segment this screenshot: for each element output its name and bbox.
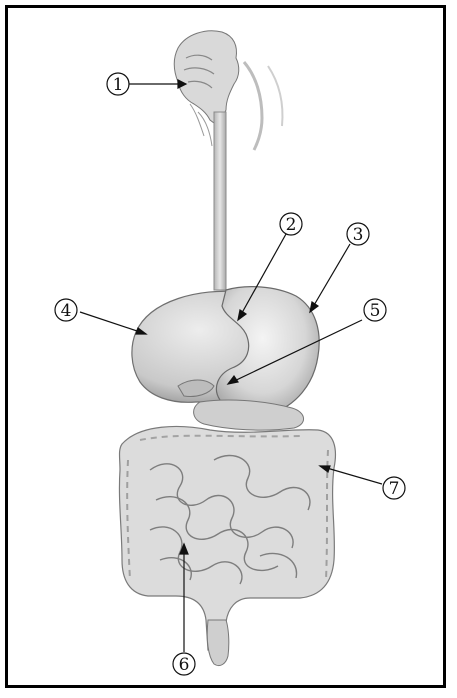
label-3-text: 3 bbox=[353, 225, 364, 245]
label-4: 4 bbox=[55, 299, 77, 321]
rectum bbox=[207, 620, 229, 666]
label-4-text: 4 bbox=[61, 301, 72, 321]
label-3: 3 bbox=[347, 223, 369, 245]
label-6: 6 bbox=[173, 653, 195, 675]
label-2-text: 2 bbox=[286, 215, 297, 235]
label-5: 5 bbox=[364, 299, 386, 321]
label-7-text: 7 bbox=[389, 479, 400, 499]
label-6-text: 6 bbox=[179, 655, 190, 675]
label-1: 1 bbox=[107, 73, 129, 95]
label-2: 2 bbox=[280, 213, 302, 235]
label-5-text: 5 bbox=[370, 301, 381, 321]
large-intestine bbox=[119, 427, 335, 650]
esophagus bbox=[214, 112, 226, 290]
label-1-text: 1 bbox=[113, 75, 124, 95]
label-7: 7 bbox=[383, 477, 405, 499]
head-mouth-region bbox=[174, 31, 282, 150]
